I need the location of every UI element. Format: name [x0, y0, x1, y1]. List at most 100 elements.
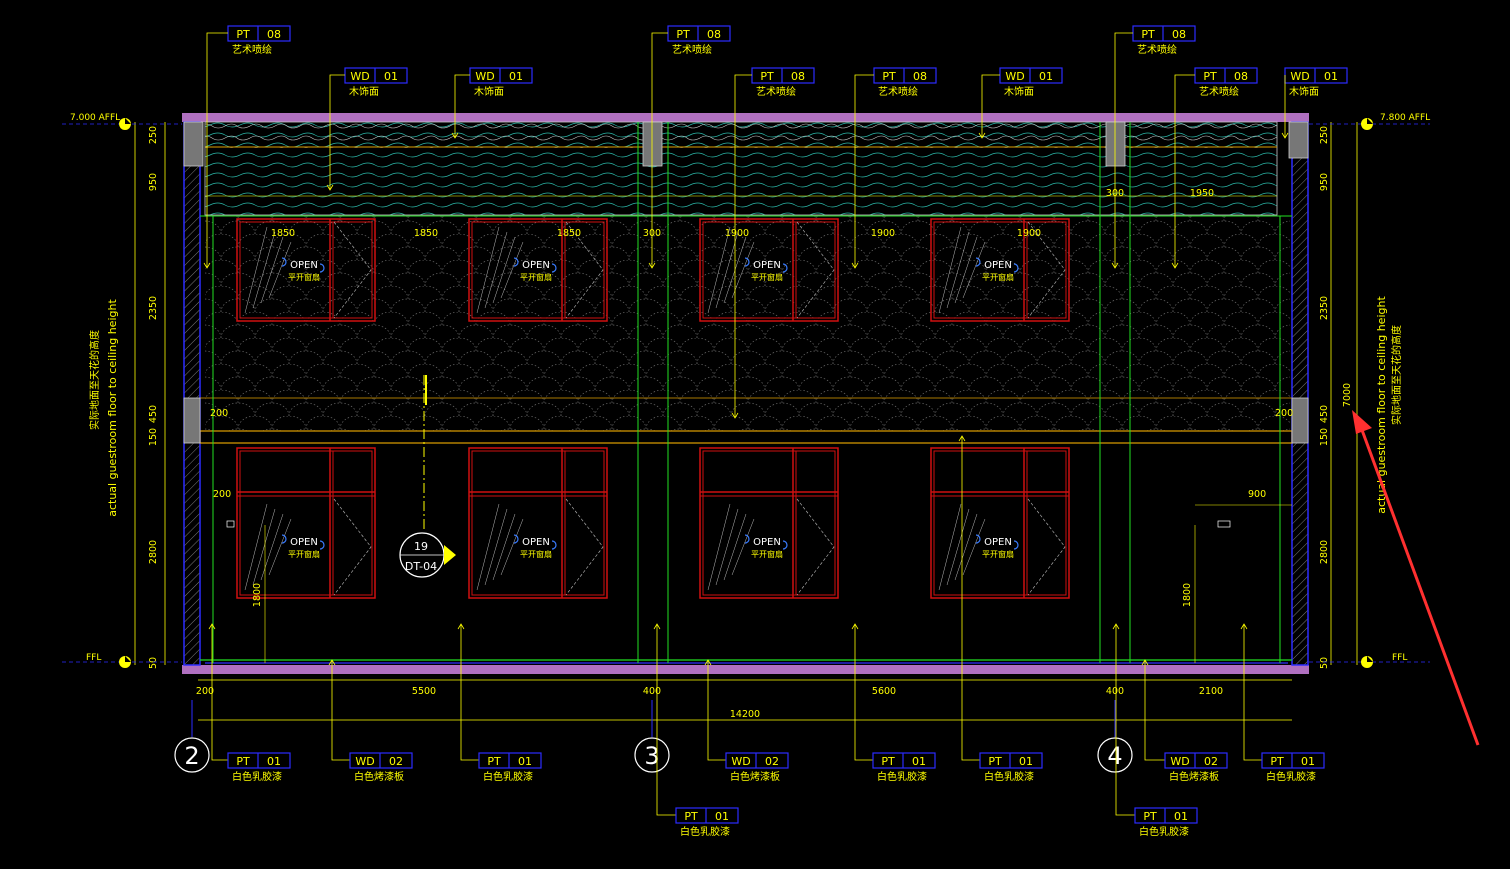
- window-open-label: OPEN: [522, 537, 550, 548]
- bottom-tag-3[interactable]: [457, 623, 479, 761]
- grid-bubble-3: [634, 737, 670, 773]
- tag-number: 02: [765, 755, 779, 768]
- tag-number: 08: [913, 70, 927, 83]
- grid-bubble-4: [1097, 737, 1133, 773]
- tag-description: 艺术喷绘: [672, 43, 712, 56]
- side-dim-left-200: 200: [210, 408, 228, 419]
- level-left-top: 7.000 AFFL: [70, 113, 120, 123]
- tag-description: 木饰面: [474, 85, 504, 98]
- bottom-tag-5[interactable]: [851, 623, 873, 761]
- right-vertical-en: actual guestroom floor to ceiling height: [1375, 296, 1388, 514]
- bottom-dim-6: 2100: [1199, 686, 1223, 697]
- right-vertical-cn: 实际地面至天花的高度: [1390, 325, 1403, 425]
- tag-description: 白色乳胶漆: [232, 770, 282, 783]
- left-dim-6: 2800: [148, 540, 159, 564]
- tag-description: 艺术喷绘: [878, 85, 918, 98]
- annotation-arrow: [1352, 410, 1480, 746]
- section-marker-number: 19: [414, 540, 428, 553]
- bottom-tag-10[interactable]: [1112, 623, 1135, 816]
- leader-arrow-icon: [1240, 623, 1248, 630]
- left-vertical-cn: 实际地面至天花的高度: [88, 330, 101, 430]
- swing-direction-icon: [319, 263, 325, 273]
- windows-group: OPEN平开窗扇OPEN平开窗扇OPEN平开窗扇OPEN平开窗扇OPEN平开窗扇…: [236, 218, 1070, 599]
- bottom-tag-6[interactable]: [958, 435, 980, 761]
- bottom-dim-2: 5500: [412, 686, 436, 697]
- swing-direction-icon: [551, 263, 557, 273]
- bottom-tag-2[interactable]: [328, 659, 350, 761]
- tag-code: PT: [988, 755, 1002, 768]
- tag-description: 白色乳胶漆: [680, 825, 730, 838]
- swing-direction-icon: [1013, 540, 1019, 550]
- leader-arrow-icon: [731, 412, 739, 419]
- section-arrow-icon: [444, 545, 456, 565]
- tag-number: 01: [1174, 810, 1188, 823]
- tag-code: PT: [1270, 755, 1284, 768]
- floor-slab: [182, 665, 1309, 674]
- window-sub-label: 平开窗扇: [982, 549, 1014, 559]
- swing-direction-icon: [782, 540, 788, 550]
- upper-dim-5: 1900: [725, 228, 749, 239]
- left-dim-2: 950: [148, 173, 159, 191]
- tag-code: WD: [350, 70, 369, 83]
- left-dim-5: 150: [148, 428, 159, 446]
- bottom-tag-1[interactable]: [208, 623, 228, 761]
- leader-arrow-icon: [648, 262, 656, 269]
- tag-code: WD: [731, 755, 750, 768]
- tag-number: 01: [384, 70, 398, 83]
- tag-code: WD: [355, 755, 374, 768]
- window-sub-label: 平开窗扇: [751, 272, 783, 282]
- right-dim-5: 150: [1319, 428, 1330, 446]
- right-dim-4: 450: [1319, 405, 1330, 423]
- tag-number: 02: [1204, 755, 1218, 768]
- window-open-label: OPEN: [522, 260, 550, 271]
- bottom-tag-9[interactable]: [653, 623, 676, 816]
- patterned-wall: [205, 216, 1290, 431]
- tag-number: 01: [1019, 755, 1033, 768]
- section-marker[interactable]: 19 DT-04: [399, 375, 456, 578]
- tag-code: PT: [487, 755, 501, 768]
- level-left-bottom: FFL: [86, 653, 101, 663]
- tag-description: 白色烤漆板: [1169, 770, 1219, 783]
- leader-arrow-icon: [704, 659, 712, 666]
- bottom-tag-8[interactable]: [1240, 623, 1262, 761]
- upper-dim-1: 1850: [271, 228, 295, 239]
- right-dim-2: 950: [1319, 173, 1330, 191]
- side-dim-right-1800: 1800: [1182, 583, 1193, 607]
- bottom-tag-4[interactable]: [704, 659, 726, 761]
- grid-bubbles: 2 3 4: [174, 700, 1133, 773]
- tag-number: 08: [267, 28, 281, 41]
- tag-code: PT: [1143, 810, 1157, 823]
- red-arrow-head-icon: [1352, 410, 1372, 434]
- grid-label-2: 2: [184, 742, 199, 770]
- bottom-dim-5: 400: [1106, 686, 1124, 697]
- bottom-tag-7[interactable]: [1141, 659, 1165, 761]
- tag-description: 艺术喷绘: [1199, 85, 1239, 98]
- leader-arrow-icon: [1281, 132, 1289, 139]
- right-total-dim: 7000: [1342, 383, 1353, 407]
- right-dim-7: 50: [1319, 657, 1330, 669]
